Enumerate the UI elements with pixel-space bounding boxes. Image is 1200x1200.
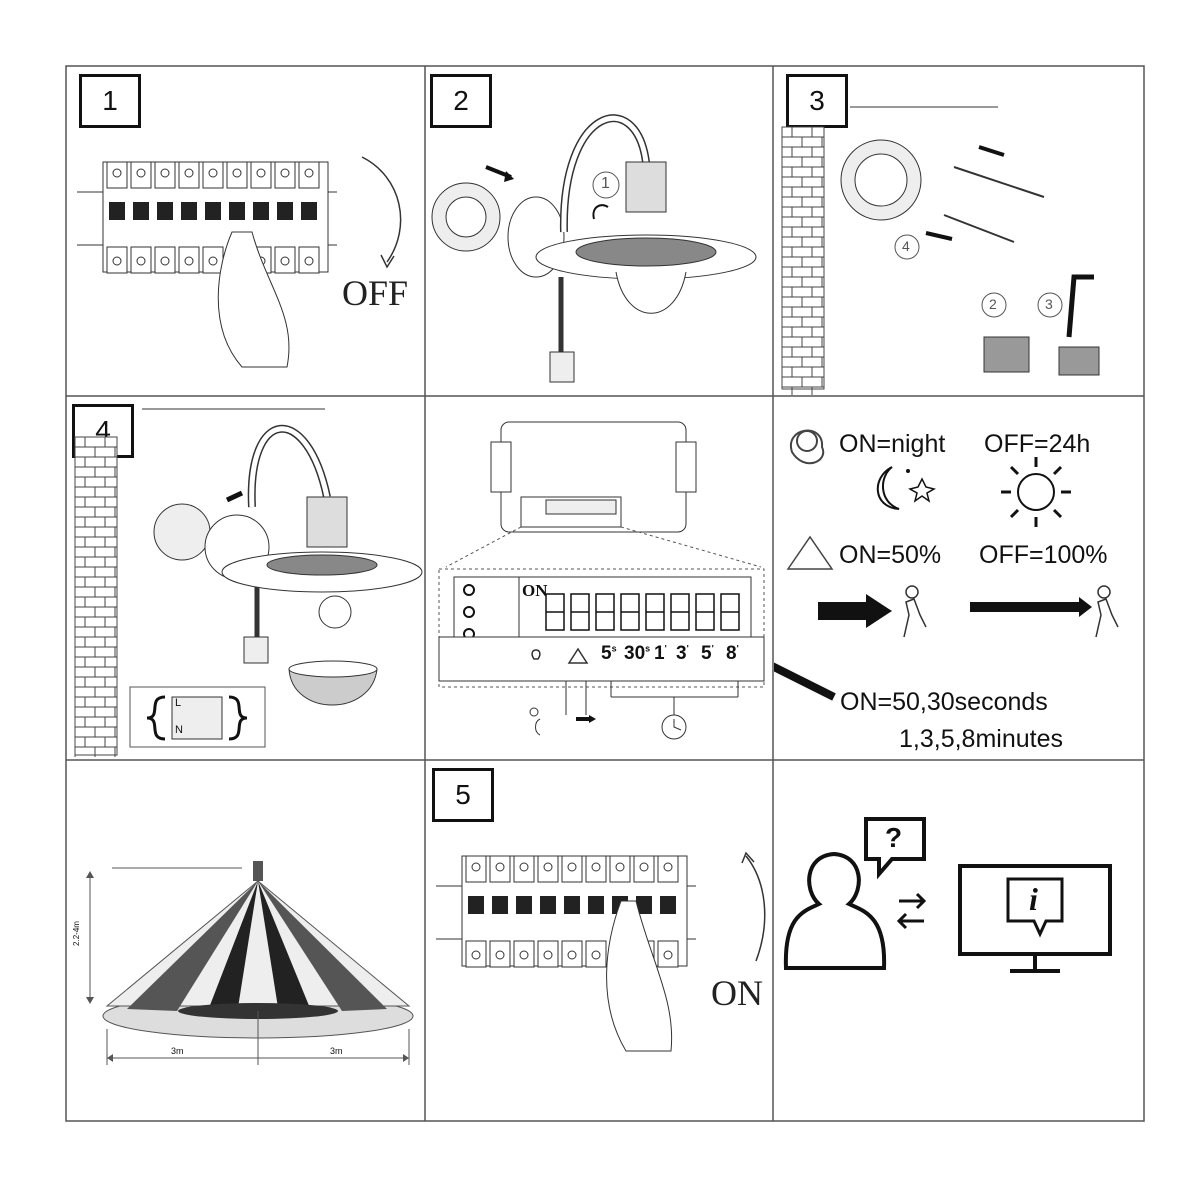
panel-step-1: 1 OFF <box>67 67 424 395</box>
detection-cone-illustration <box>67 761 424 1120</box>
wire-n-label: N <box>175 724 183 736</box>
dip-position-3: 1' <box>654 643 667 665</box>
wall-mounting-illustration <box>774 67 1143 395</box>
user-icon <box>786 854 884 968</box>
wiring-illustration <box>67 397 424 759</box>
sensor-icon <box>791 431 823 464</box>
legend-time-seconds: ON=50,30seconds <box>840 688 1048 717</box>
dip-on-label: ON <box>522 581 548 601</box>
dip-position-1: 5s <box>601 643 617 665</box>
legend-time-minutes: 1,3,5,8minutes <box>899 725 1063 754</box>
sub-step-1: 1 <box>601 175 610 193</box>
dip-position-4: 3' <box>676 643 689 665</box>
panel-detection-range: 2.2-4m 3m 3m <box>67 761 424 1120</box>
dip-switch-illustration <box>426 397 772 759</box>
on-label: ON <box>711 972 763 1014</box>
lamp-mounting-illustration <box>426 67 772 395</box>
wire-l-label: L <box>175 697 181 709</box>
sub-step-3: 3 <box>1045 296 1053 312</box>
legend-on-night: ON=night <box>839 430 945 459</box>
breaker-panel-on-illustration <box>426 761 772 1120</box>
pointer-arrow <box>774 657 834 697</box>
range-right-label: 3m <box>330 1046 343 1056</box>
dip-position-2: 30s <box>624 643 650 665</box>
arrow-icon <box>818 594 1092 628</box>
legend-off-24h: OFF=24h <box>984 430 1090 459</box>
question-mark: ? <box>885 822 902 854</box>
sub-step-2: 2 <box>989 296 997 312</box>
panel-step-5: 5 ON <box>426 761 772 1120</box>
info-mark: i <box>1029 881 1038 918</box>
dip-position-5: 5' <box>701 643 714 665</box>
off-label: OFF <box>342 272 408 314</box>
dip-position-6: 8' <box>726 643 739 665</box>
help-illustration <box>774 761 1143 1120</box>
range-left-label: 3m <box>171 1046 184 1056</box>
sub-step-4: 4 <box>902 238 910 254</box>
moon-icon <box>878 467 934 509</box>
panel-help: ? i <box>774 761 1143 1120</box>
panel-step-4: 4 L N <box>67 397 424 759</box>
triangle-icon <box>788 537 832 569</box>
panel-step-2: 2 1 <box>426 67 772 395</box>
swap-arrows-icon <box>899 894 924 928</box>
panel-step-3: 3 2 3 4 <box>774 67 1143 395</box>
sun-icon <box>1001 457 1071 527</box>
height-label: 2.2-4m <box>72 921 81 946</box>
legend-off-100: OFF=100% <box>979 541 1108 570</box>
breaker-panel-illustration <box>67 67 424 395</box>
panel-settings-legend: ON=night OFF=24h ON=50% OFF=100% ON=50,3… <box>774 397 1143 759</box>
legend-on-50: ON=50% <box>839 541 941 570</box>
